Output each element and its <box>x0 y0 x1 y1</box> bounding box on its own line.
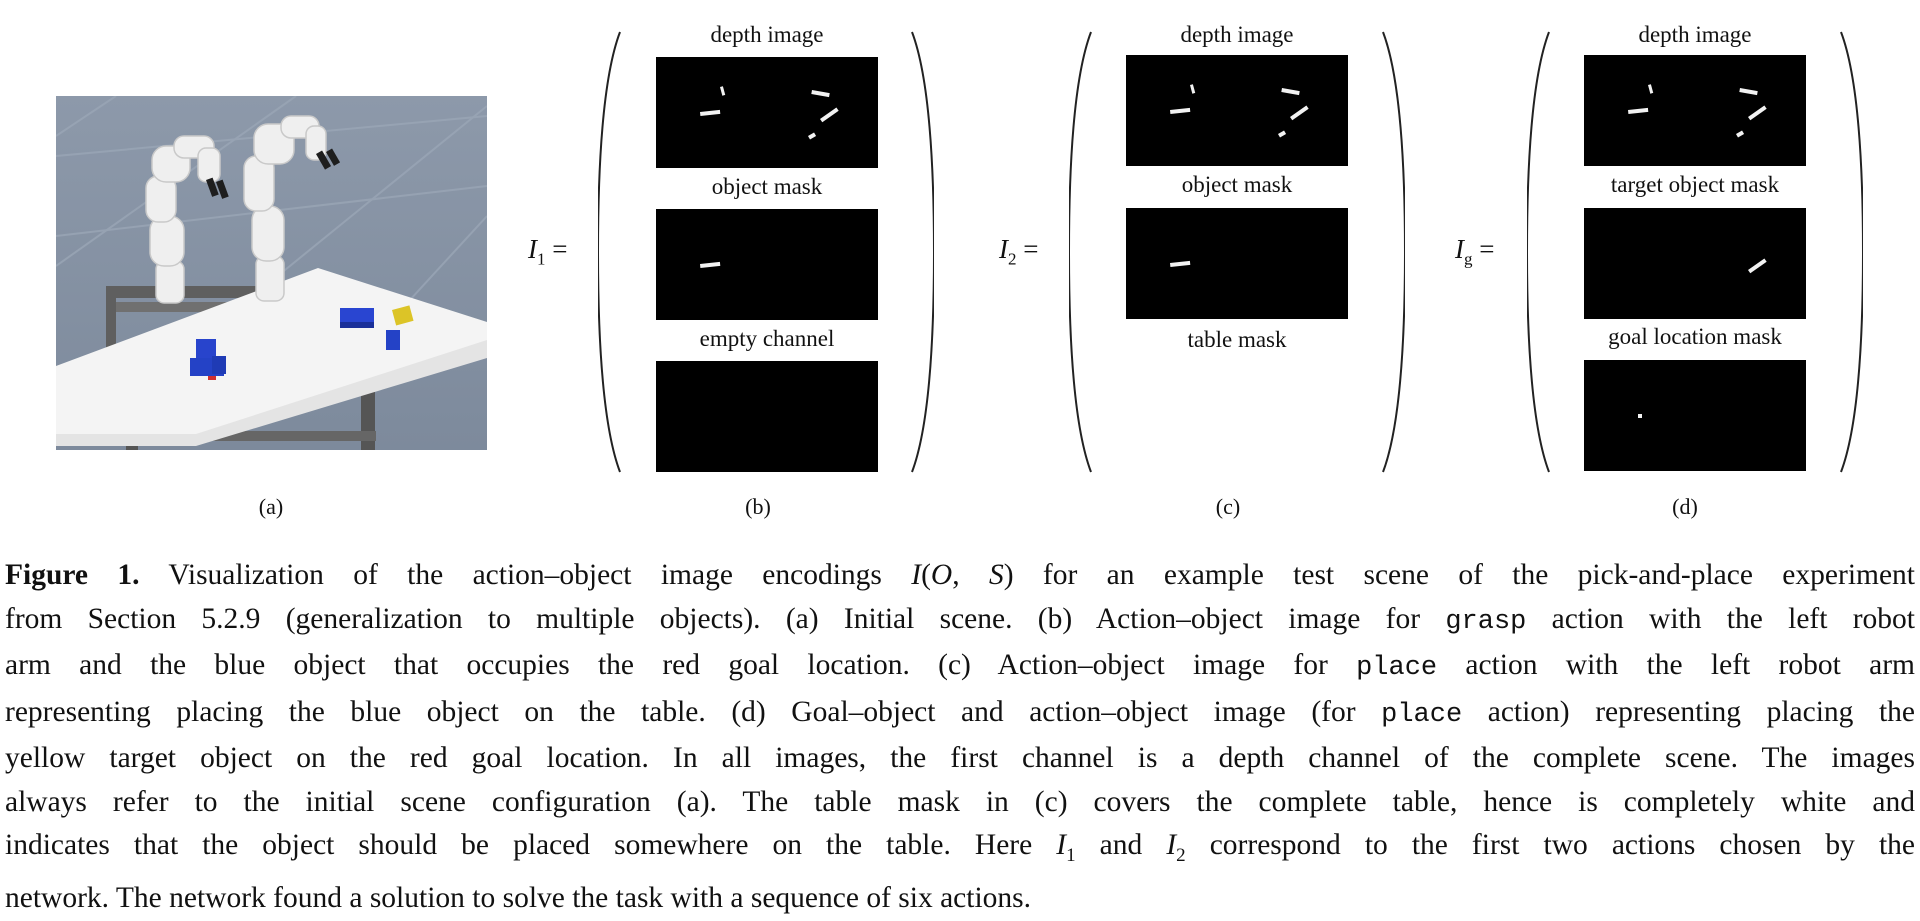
empty-channel-image <box>656 361 878 472</box>
scene-image <box>56 96 487 450</box>
lhs-subscript: g <box>1464 249 1473 269</box>
lhs-symbol: I <box>528 234 537 264</box>
caption-line: arm and the blue object that occupies th… <box>5 644 1915 691</box>
figure-caption: Figure 1. Visualization of the action–ob… <box>5 554 1915 921</box>
target-object-mask-image <box>1584 208 1806 319</box>
equals-sign: = <box>1023 234 1039 264</box>
lhs-symbol: I <box>999 234 1008 264</box>
panel-c-lhs: I2 = <box>999 234 1038 269</box>
right-paren <box>911 31 934 473</box>
caption-text: place <box>1381 699 1463 730</box>
caption-line: yellow target object on the red goal loc… <box>5 737 1915 781</box>
caption-text: , <box>952 559 989 591</box>
lhs-subscript: 1 <box>537 249 546 269</box>
panel-b-lhs: I1 = <box>528 234 567 269</box>
left-paren <box>598 31 621 473</box>
caption-text: correspond to the first two actions chos… <box>1185 829 1916 861</box>
caption-text: I <box>911 559 922 591</box>
caption-depth-image: depth image <box>710 22 824 47</box>
panel-d-label: (d) <box>1672 494 1698 519</box>
caption-text: action) representing placing the <box>1462 695 1916 728</box>
object-mask-image <box>1126 208 1348 319</box>
panel-b-label: (b) <box>745 494 771 519</box>
caption-line: network. The network found a solution to… <box>5 877 1915 921</box>
equals-sign: = <box>1479 234 1495 264</box>
caption-text: Visualization of the action–object image… <box>139 559 912 591</box>
caption-text: 2 <box>1176 844 1186 866</box>
caption-text: grasp <box>1445 606 1527 637</box>
caption-line: indicates that the object should be plac… <box>5 824 1915 877</box>
caption-text: I <box>1166 829 1177 861</box>
caption-text: indicates that the object should be plac… <box>5 829 1057 861</box>
caption-text: S <box>988 559 1004 591</box>
depth-image <box>656 57 878 168</box>
caption-text: I <box>1056 829 1067 861</box>
lhs-subscript: 2 <box>1008 249 1017 269</box>
caption-empty-channel: empty channel <box>699 326 835 351</box>
caption-depth-image: depth image <box>1638 22 1752 47</box>
right-paren <box>1840 31 1863 473</box>
caption-line: representing placing the blue object on … <box>5 691 1915 738</box>
caption-line: from Section 5.2.9 (generalization to mu… <box>5 598 1915 645</box>
caption-text: representing placing the blue object on … <box>5 695 1382 728</box>
caption-line: always refer to the initial scene config… <box>5 781 1915 825</box>
caption-text: arm and the blue object that occupies th… <box>5 649 1357 681</box>
caption-text: always refer to the initial scene config… <box>5 785 1915 818</box>
panel-d-lhs: Ig = <box>1455 234 1494 269</box>
panel-c-label: (c) <box>1215 494 1241 519</box>
depth-image <box>1584 55 1806 166</box>
goal-location-mask-image <box>1584 360 1806 471</box>
caption-goal-location-mask: goal location mask <box>1608 324 1782 349</box>
caption-depth-image: depth image <box>1180 22 1294 47</box>
object-mask-image <box>656 209 878 320</box>
right-paren <box>1382 31 1405 473</box>
caption-line: Figure 1. Visualization of the action–ob… <box>5 554 1915 598</box>
caption-target-object-mask: target object mask <box>1610 172 1780 197</box>
caption-text: Figure 1. <box>5 559 140 591</box>
caption-text: network. The network found a solution to… <box>5 882 1032 915</box>
equals-sign: = <box>552 234 568 264</box>
caption-text: action with the left robot <box>1526 602 1915 635</box>
caption-text: O <box>930 559 953 591</box>
caption-text: from Section 5.2.9 (generalization to mu… <box>5 602 1446 635</box>
caption-table-mask: table mask <box>1187 327 1287 352</box>
caption-object-mask: object mask <box>1181 172 1293 197</box>
depth-image <box>1126 55 1348 166</box>
caption-text: ( <box>921 559 931 591</box>
caption-text: ) for an example test scene of the pick-… <box>1003 559 1915 591</box>
caption-text: yellow target object on the red goal loc… <box>5 742 1915 774</box>
lhs-symbol: I <box>1455 234 1464 264</box>
caption-text: action with the left robot arm <box>1437 649 1915 681</box>
left-paren <box>1527 31 1550 473</box>
caption-text: 1 <box>1066 844 1076 866</box>
caption-object-mask: object mask <box>711 174 823 199</box>
caption-text: and <box>1075 829 1167 861</box>
caption-text: place <box>1356 653 1438 683</box>
panel-a-label: (a) <box>258 494 284 519</box>
left-paren <box>1069 31 1092 473</box>
